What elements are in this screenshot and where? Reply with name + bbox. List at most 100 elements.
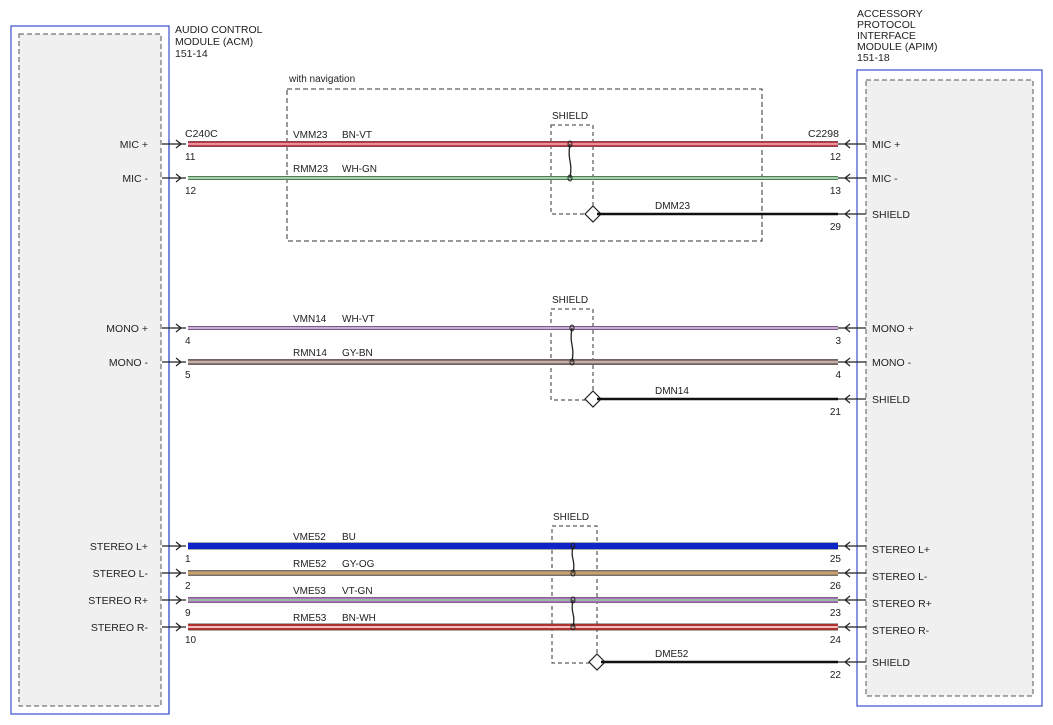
right-pin-number: 23 (830, 608, 842, 619)
apim-title-line1: ACCESSORY (857, 8, 923, 20)
drain-pin-label: SHIELD (872, 657, 910, 669)
right-pin-label: STEREO R+ (872, 598, 932, 610)
shield-box-mono (550, 308, 594, 401)
drain-pin-arrow (838, 209, 866, 219)
acm-title-line2: MODULE (ACM) (175, 36, 253, 48)
left-pin-arrow (162, 323, 186, 333)
twist-stereo-r (571, 599, 575, 628)
right-pin-number: 25 (830, 554, 842, 565)
right-pin-arrow (838, 139, 866, 149)
twist-mono-end (569, 358, 575, 366)
shield-label-mic: SHIELD (552, 111, 588, 122)
twist-mono (570, 327, 574, 363)
right-pin-arrow (838, 622, 866, 632)
circuit-id: VME53 (293, 586, 326, 597)
left-pin-label: STEREO L+ (90, 541, 148, 553)
left-pin-number: 11 (185, 152, 196, 163)
circuit-id: RME53 (293, 613, 327, 624)
left-pin-label: STEREO R+ (88, 595, 148, 607)
apim-title-line5: 151-18 (857, 52, 890, 64)
wire-color-code: GY-BN (342, 348, 373, 359)
right-pin-label: MONO + (872, 323, 914, 335)
twist-mic-end (567, 140, 573, 148)
connector-left-label: C240C (185, 128, 218, 140)
apim-module (856, 69, 1043, 707)
left-pin-number: 1 (185, 554, 191, 565)
right-pin-arrow (838, 323, 866, 333)
apim-title-line2: PROTOCOL (857, 19, 916, 31)
drain-pin-number: 21 (830, 407, 842, 418)
left-pin-number: 12 (185, 186, 197, 197)
left-pin-arrow (162, 173, 186, 183)
wire-7: STEREO R+ 9 STEREO R+ 23 VME53 VT-GN (88, 586, 932, 619)
acm-module (10, 25, 170, 715)
left-pin-arrow (162, 357, 186, 367)
left-pin-label: MONO - (109, 357, 149, 369)
shield-box-stereo (551, 525, 598, 664)
acm-title-line3: 151-14 (175, 48, 208, 60)
twist-stereo-l-end (570, 569, 576, 577)
left-pin-number: 9 (185, 608, 191, 619)
left-pin-label: STEREO R- (91, 622, 149, 634)
drain-pin-arrow (838, 657, 866, 667)
drain-circuit-id: DMM23 (655, 201, 690, 212)
wire-color-code: WH-GN (342, 164, 377, 175)
right-pin-arrow (838, 357, 866, 367)
circuit-id: VMN14 (293, 314, 327, 325)
drain-pin-label: SHIELD (872, 209, 910, 221)
drain-pin-arrow (838, 394, 866, 404)
left-pin-label: MIC - (122, 173, 148, 185)
wire-3: MONO + 4 MONO + 3 VMN14 WH-VT (106, 314, 913, 347)
twist-mic-end (567, 174, 573, 182)
left-pin-arrow (162, 595, 186, 605)
right-pin-label: STEREO R- (872, 625, 930, 637)
shield-label-mono: SHIELD (552, 295, 588, 306)
right-pin-label: MONO - (872, 357, 912, 369)
wire-color-code: GY-OG (342, 559, 375, 570)
wire-color-code: BN-VT (342, 130, 372, 141)
wire-color-code: BN-WH (342, 613, 376, 624)
navigation-group-box (286, 88, 763, 242)
wire-color-code: WH-VT (342, 314, 375, 325)
twist-mic (568, 143, 572, 179)
drain-pin-label: SHIELD (872, 394, 910, 406)
wire-color-code: BU (342, 532, 356, 543)
right-pin-arrow (838, 541, 866, 551)
circuit-id: RMM23 (293, 164, 328, 175)
right-pin-label: MIC - (872, 173, 898, 185)
twist-mono-end (569, 324, 575, 332)
circuit-id: RMN14 (293, 348, 327, 359)
wire-color-code: VT-GN (342, 586, 373, 597)
circuit-id: VMM23 (293, 130, 328, 141)
right-pin-number: 4 (835, 370, 841, 381)
right-pin-arrow (838, 173, 866, 183)
right-pin-label: MIC + (872, 139, 900, 151)
drain-circuit-id: DMN14 (655, 386, 689, 397)
shield-label-stereo: SHIELD (553, 512, 589, 523)
right-pin-number: 3 (835, 336, 841, 347)
left-pin-label: MIC + (120, 139, 148, 151)
left-pin-label: MONO + (106, 323, 148, 335)
right-pin-number: 24 (830, 635, 842, 646)
twist-stereo-l (571, 545, 575, 574)
circuit-id: RME52 (293, 559, 327, 570)
right-pin-arrow (838, 595, 866, 605)
left-pin-number: 2 (185, 581, 191, 592)
right-pin-arrow (838, 568, 866, 578)
apim-title-line3: INTERFACE (857, 30, 916, 42)
left-pin-number: 10 (185, 635, 197, 646)
left-pin-arrow (162, 622, 186, 632)
drain-pin-number: 29 (830, 222, 842, 233)
apim-title-line4: MODULE (APIM) (857, 41, 938, 53)
twist-stereo-l-end (570, 542, 576, 550)
drain-circuit-id: DME52 (655, 649, 689, 660)
right-pin-label: STEREO L+ (872, 544, 930, 556)
left-pin-number: 4 (185, 336, 191, 347)
